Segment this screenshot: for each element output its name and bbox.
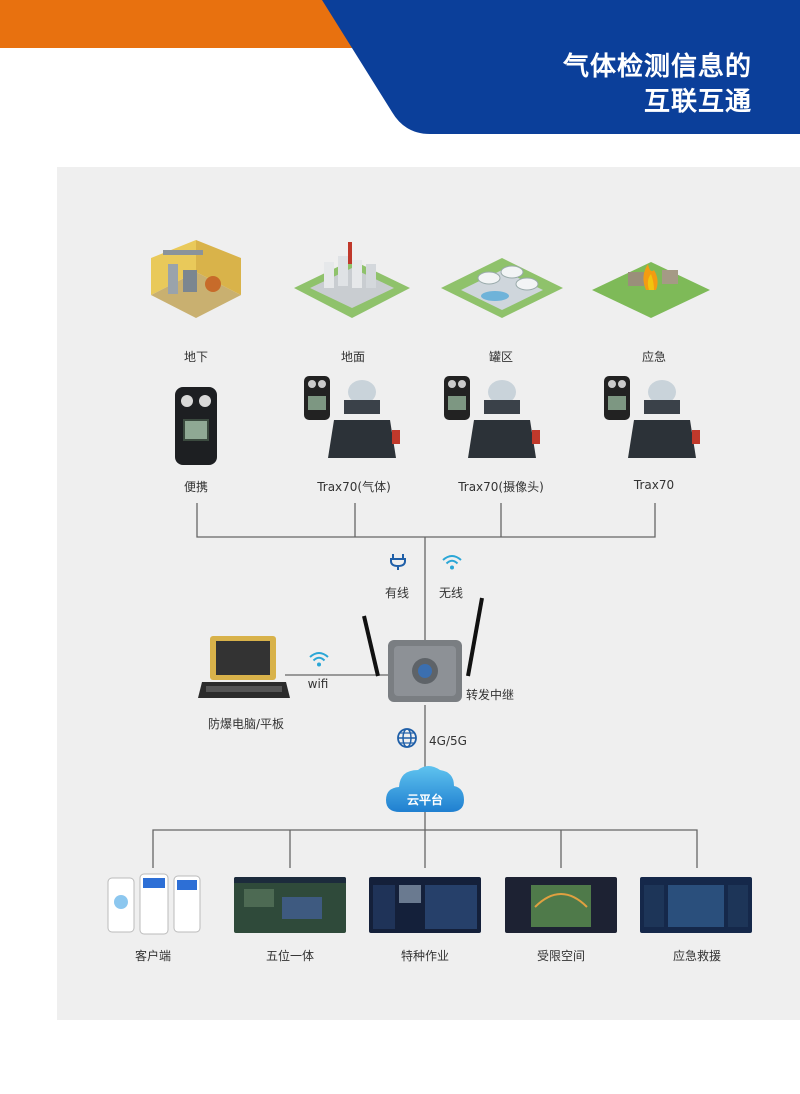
- wifi-icon: [309, 652, 329, 667]
- relay-label: 转发中继: [465, 688, 515, 702]
- app-label-emergency-rescue: 应急救援: [672, 949, 722, 963]
- wifi-label: wifi: [307, 677, 329, 691]
- mobile-app-phones-icon: [107, 873, 201, 935]
- cloud-label: 云平台: [406, 793, 444, 807]
- scene-label-tank-area: 罐区: [488, 350, 514, 364]
- device-label-trax70: Trax70: [633, 478, 675, 492]
- scene-label-emergency: 应急: [641, 350, 667, 364]
- scene-label-underground: 地下: [183, 350, 209, 364]
- factory-ground-illustration: [294, 242, 410, 318]
- app-label-client: 客户端: [134, 949, 172, 963]
- wired-label: 有线: [384, 586, 410, 600]
- page-title: 气体检测信息的 互联互通: [563, 50, 752, 120]
- emergency-fire-illustration: [592, 262, 710, 318]
- device-label-trax70-camera: Trax70(摄像头): [458, 480, 544, 494]
- portable-gas-detector-icon: [175, 387, 217, 465]
- laptop-label: 防爆电脑/平板: [207, 717, 285, 731]
- app-label-special-operations: 特种作业: [400, 949, 450, 963]
- app-label-confined-space: 受限空间: [536, 949, 586, 963]
- app-label-five-in-one: 五位一体: [265, 949, 315, 963]
- plug-icon: [390, 554, 406, 570]
- scene-label-ground: 地面: [340, 350, 366, 364]
- header-band: [0, 0, 800, 134]
- emergency-rescue-screen: [640, 877, 752, 933]
- five-in-one-screen: [234, 877, 346, 933]
- confined-space-screen: [505, 877, 617, 933]
- tank-farm-illustration: [441, 258, 563, 318]
- wifi-icon: [442, 555, 462, 570]
- cloud-icon: [386, 766, 464, 812]
- device-label-portable: 便携: [183, 480, 209, 494]
- rugged-laptop-icon: [198, 636, 290, 698]
- device-label-trax70-gas: Trax70(气体): [317, 480, 391, 494]
- globe-icon: [397, 728, 417, 748]
- title-line-2: 互联互通: [643, 87, 752, 117]
- trax70-icon: [604, 376, 700, 458]
- title-line-1: 气体检测信息的: [562, 52, 752, 82]
- underground-room-illustration: [151, 240, 241, 318]
- special-operations-screen: [369, 877, 481, 933]
- wireless-label: 无线: [438, 586, 464, 600]
- relay-repeater-icon: [362, 597, 484, 702]
- mobile-network-label: 4G/5G: [429, 734, 467, 748]
- trax70-camera-icon: [444, 376, 540, 458]
- trax70-gas-icon: [304, 376, 400, 458]
